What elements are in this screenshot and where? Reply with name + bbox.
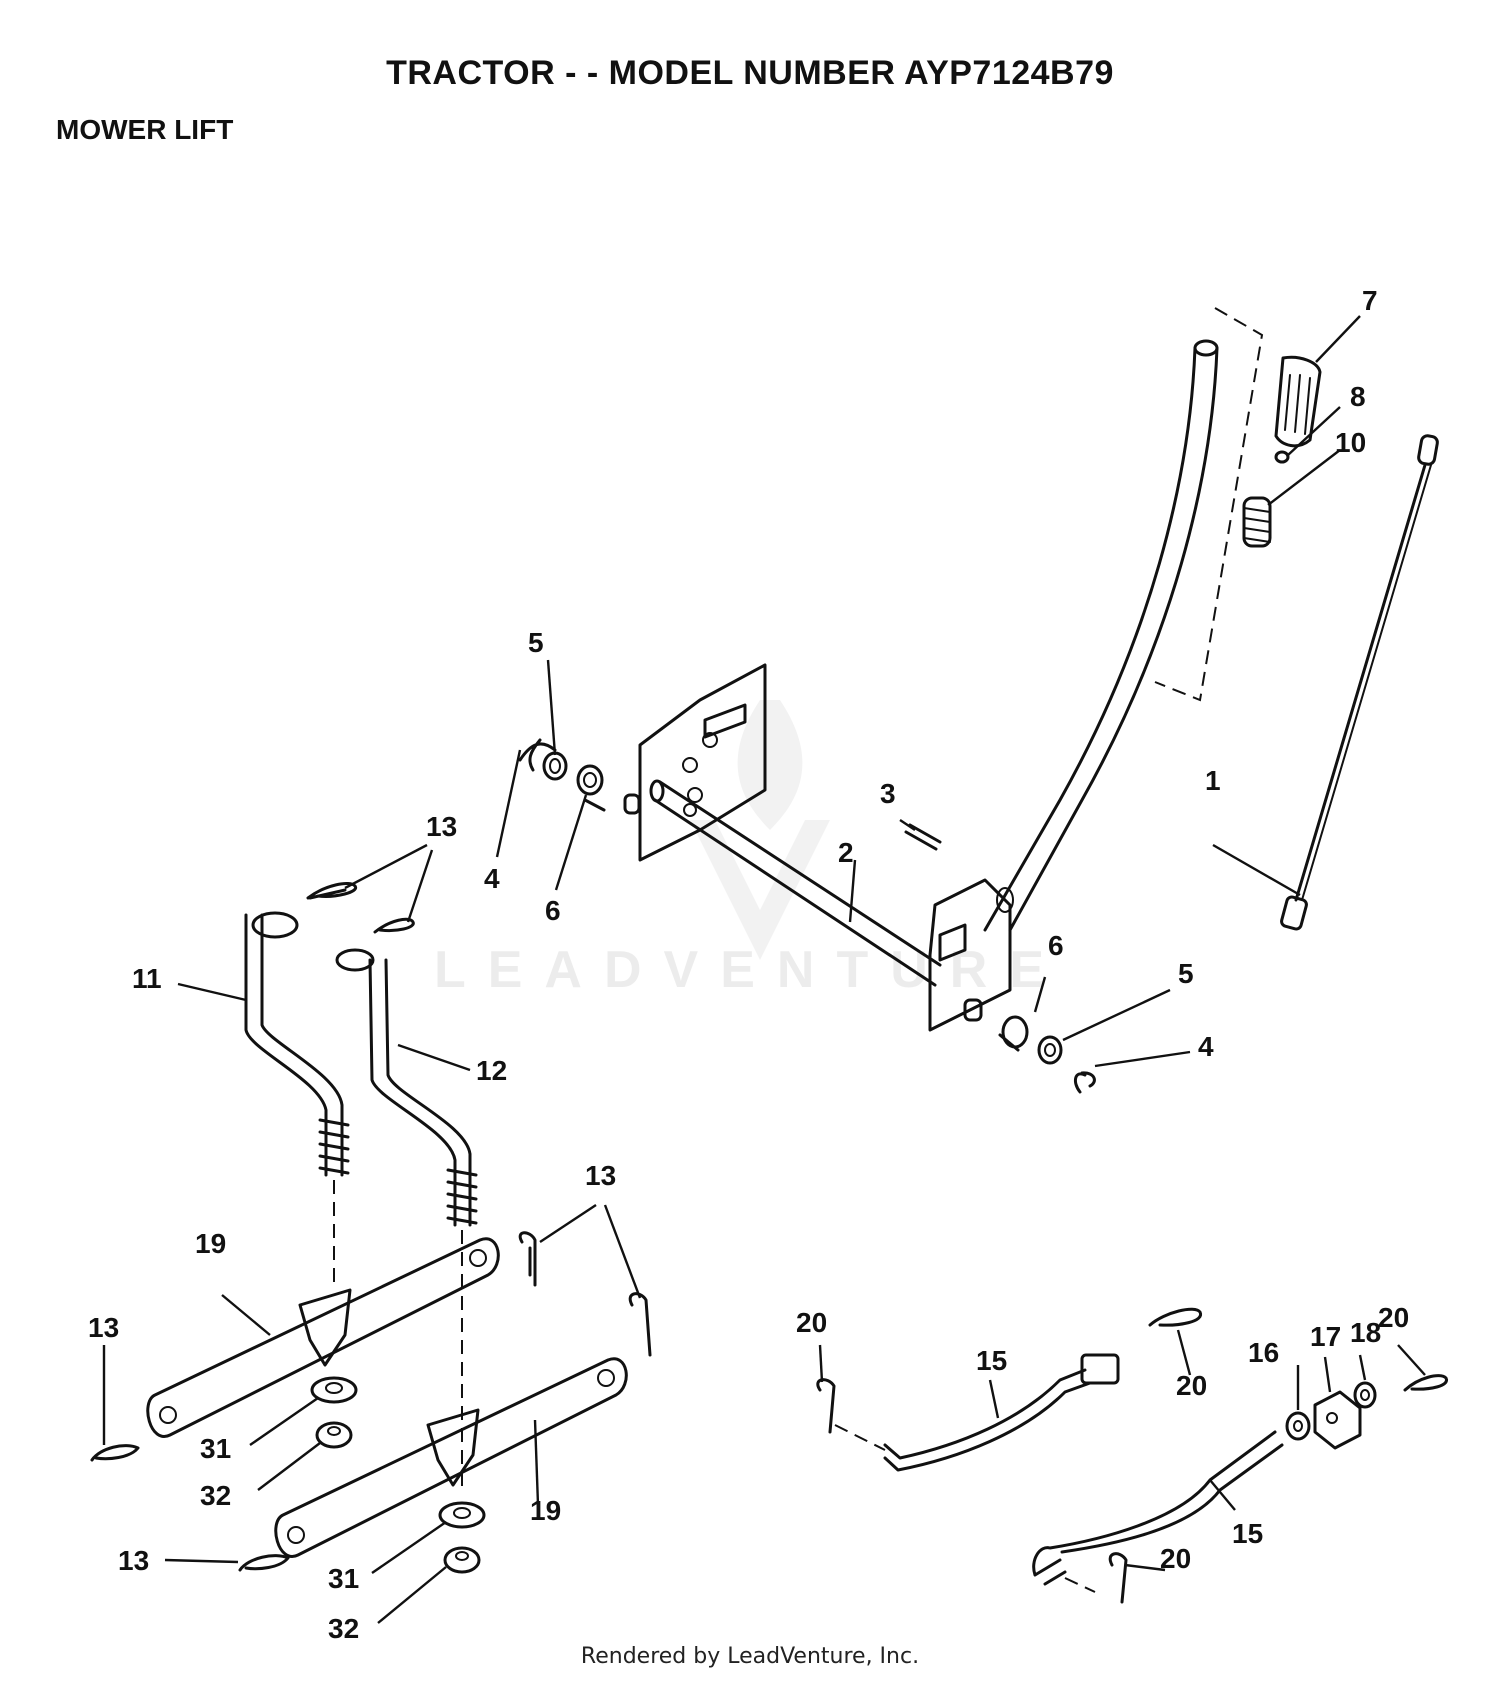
part-15-rod-upper[interactable] (834, 1353, 1120, 1472)
callout-13-a: 13 (426, 811, 457, 842)
callout-5-top: 5 (528, 627, 544, 658)
part-13-clip-b[interactable] (373, 917, 415, 934)
leader-lines (102, 315, 1426, 1624)
part-32-nut-upper[interactable] (315, 1421, 353, 1449)
part-8-button[interactable] (1274, 450, 1290, 464)
watermark-logo-icon (690, 700, 830, 960)
part-13-clip-a[interactable] (306, 882, 358, 900)
part-32-nut-lower[interactable] (443, 1546, 481, 1574)
callout-20-b: 20 (1176, 1370, 1207, 1401)
callout-6-bottom: 6 (1048, 930, 1064, 961)
part-20-clip-c[interactable] (1403, 1374, 1448, 1392)
callout-20-a: 20 (796, 1307, 827, 1338)
callout-labels: 1 2 3 4 5 6 6 5 4 7 8 10 11 12 13 13 13 … (88, 285, 1409, 1644)
callout-18: 18 (1350, 1317, 1381, 1348)
part-20-clip-d[interactable] (1108, 1552, 1128, 1604)
part-20-clip-b[interactable] (1148, 1307, 1202, 1327)
callout-1: 1 (1205, 765, 1221, 796)
callout-16: 16 (1248, 1337, 1279, 1368)
callout-13-b: 13 (585, 1160, 616, 1191)
part-6-bushing-top[interactable] (576, 764, 606, 812)
part-20-clip-a[interactable] (816, 1378, 836, 1434)
part-1-lift-rod[interactable] (1280, 434, 1439, 931)
part-5-washer-top[interactable] (542, 751, 568, 781)
page-title: TRACTOR - - MODEL NUMBER AYP7124B79 (386, 54, 1114, 92)
callout-32-lower: 32 (328, 1613, 359, 1644)
part-31-spacer-lower[interactable] (438, 1501, 486, 1529)
callout-5-bottom: 5 (1178, 958, 1194, 989)
part-5-washer-bottom[interactable] (1037, 1035, 1063, 1065)
part-13-clip-e[interactable] (90, 1444, 140, 1462)
callout-13-d: 13 (118, 1545, 149, 1576)
callout-4-top: 4 (484, 863, 500, 894)
callout-20-c: 20 (1378, 1302, 1409, 1333)
footer-credit: Rendered by LeadVenture, Inc. (580, 1644, 920, 1669)
callout-31-lower: 31 (328, 1563, 359, 1594)
part-13-clip-d[interactable] (628, 1292, 652, 1357)
part-17-swivel-block[interactable] (1313, 1390, 1362, 1450)
part-13-clip-f[interactable] (238, 1554, 290, 1572)
part-3-pin[interactable] (904, 823, 942, 851)
callout-17: 17 (1310, 1321, 1341, 1352)
callout-13-c: 13 (88, 1312, 119, 1343)
lift-handle[interactable] (983, 307, 1264, 932)
callout-20-d: 20 (1160, 1543, 1191, 1574)
part-13-clip-c[interactable] (518, 1231, 537, 1287)
callout-15-upper: 15 (976, 1345, 1007, 1376)
part-6-bushing-bottom[interactable] (998, 1015, 1029, 1052)
callout-31-upper: 31 (200, 1433, 231, 1464)
callout-12: 12 (476, 1055, 507, 1086)
section-title: MOWER LIFT (56, 114, 234, 145)
callout-19-lower: 19 (530, 1495, 561, 1526)
callout-19-upper: 19 (195, 1228, 226, 1259)
part-19-lift-arm-lower[interactable] (274, 1357, 628, 1558)
part-2-lift-shaft[interactable] (623, 663, 1012, 1032)
callout-10: 10 (1335, 427, 1366, 458)
part-12-lift-link[interactable] (335, 948, 478, 1490)
part-15-rod-lower[interactable] (1032, 1430, 1284, 1593)
part-31-spacer-upper[interactable] (310, 1376, 358, 1404)
part-4-clip-bottom[interactable] (1073, 1071, 1096, 1094)
part-10-spring[interactable] (1242, 496, 1272, 548)
callout-32-upper: 32 (200, 1480, 231, 1511)
callout-2: 2 (838, 837, 854, 868)
part-18-nut[interactable] (1353, 1381, 1377, 1409)
part-7-grip[interactable] (1274, 355, 1322, 448)
part-16-washer[interactable] (1285, 1411, 1311, 1441)
callout-8: 8 (1350, 381, 1366, 412)
part-11-lift-link[interactable] (244, 911, 350, 1290)
callout-3: 3 (880, 778, 896, 809)
callout-7: 7 (1362, 285, 1378, 316)
part-4-clip-top[interactable] (518, 738, 557, 772)
callout-11: 11 (132, 963, 162, 994)
callout-4-bottom: 4 (1198, 1031, 1214, 1062)
part-19-lift-arm-upper[interactable] (146, 1237, 500, 1438)
callout-6-top: 6 (545, 895, 561, 926)
watermark-text: LEADVENTURE (433, 941, 1067, 999)
callout-15-lower: 15 (1232, 1518, 1263, 1549)
